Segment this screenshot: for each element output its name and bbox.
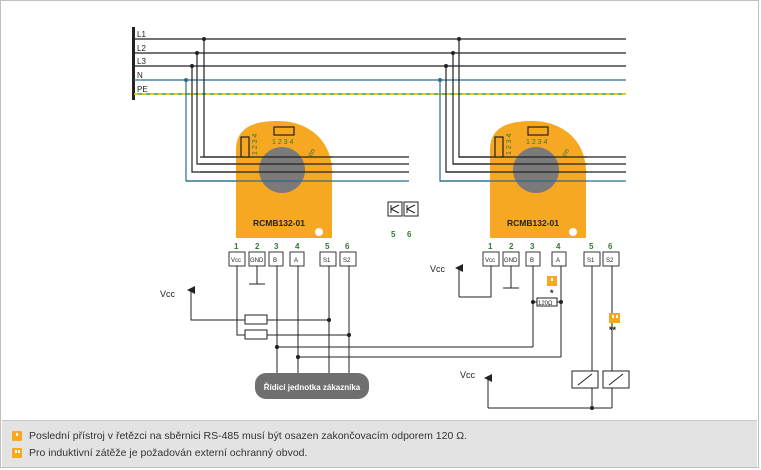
relay-contact-5 xyxy=(387,201,403,217)
terminal-block-2: 1 2 3 4 5 6 Vcc GND B A S1 S2 xyxy=(482,242,620,267)
terminal-1-number-4: 4 xyxy=(295,242,300,251)
terminal-1-s2: S2 xyxy=(343,258,351,264)
terminal-2-number-6: 6 xyxy=(608,242,613,251)
busbar-rail xyxy=(132,27,135,100)
terminal-2-vcc: Vcc xyxy=(485,258,495,264)
label-l1: L1 xyxy=(137,30,146,39)
double-note-icon xyxy=(12,448,22,458)
terminal-2-number-1: 1 xyxy=(488,242,493,251)
supply-label-1: Vcc xyxy=(160,289,176,299)
device-1-on-label: on xyxy=(307,148,317,158)
terminal-2-s2: S2 xyxy=(606,258,614,264)
terminal-block-1: 1 2 3 4 5 6 Vcc GND B A S1 S2 xyxy=(228,242,357,267)
footnote-2-text: Pro induktivní zátěže je požadován exter… xyxy=(29,447,308,459)
terminal-1-number-1: 1 xyxy=(234,242,239,251)
customer-controller: Řídicí jednotka zákazníka xyxy=(255,373,369,399)
footnote-1: Poslední přístroj v řetězci na sběrnici … xyxy=(12,430,467,442)
device-2-dip-vertical xyxy=(494,136,504,158)
label-n: N xyxy=(137,71,143,80)
device-1-dip-horizontal xyxy=(273,126,295,136)
label-l3: L3 xyxy=(137,57,146,66)
terminal-1-number-2: 2 xyxy=(255,242,260,251)
terminal-2-b: B xyxy=(530,258,534,264)
device-1-dip-label-vertical: 1 2 3 4 xyxy=(252,133,259,155)
relay-contact-6 xyxy=(403,201,419,217)
footnote-1-text: Poslední přístroj v řetězci na sběrnici … xyxy=(29,430,467,442)
device-2-dip-label-vertical: 1 2 3 4 xyxy=(506,133,513,155)
terminal-2-s1: S1 xyxy=(587,258,595,264)
note-marker-single: * xyxy=(547,276,557,298)
device-2-dip-label: 1 2 3 4 xyxy=(526,139,548,146)
terminal-2-gnd: GND xyxy=(504,258,518,264)
device-2-dip-horizontal xyxy=(527,126,549,136)
relay-number-5: 5 xyxy=(391,230,396,239)
footnote-2: Pro induktivní zátěže je požadován exter… xyxy=(12,447,307,459)
controller-box xyxy=(255,373,369,399)
wiring-device-1 xyxy=(190,266,561,373)
busbar: L1 L2 L3 N PE xyxy=(132,27,626,100)
terminal-2-number-4: 4 xyxy=(556,242,561,251)
device-2-core xyxy=(513,147,559,193)
label-pe: PE xyxy=(137,85,148,94)
note-marker-double: ** xyxy=(609,313,620,335)
terminal-1-b: B xyxy=(273,258,277,264)
terminal-2-number-2: 2 xyxy=(509,242,514,251)
terminal-1-vcc: Vcc xyxy=(231,258,241,264)
marker-single-text: * xyxy=(550,288,554,298)
controller-label: Řídicí jednotka zákazníka xyxy=(264,383,361,392)
supply-label-2: Vcc xyxy=(430,264,446,274)
device-1-dip-vertical xyxy=(240,136,250,158)
terminal-1-number-6: 6 xyxy=(345,242,350,251)
device-2-on-label: on xyxy=(561,148,571,158)
feeder-1 xyxy=(184,37,409,182)
footnotes: Poslední přístroj v řetězci na sběrnici … xyxy=(2,420,757,467)
device-2-model: RCMB132-01 xyxy=(507,218,559,228)
label-l2: L2 xyxy=(137,44,146,53)
device-1-model: RCMB132-01 xyxy=(253,218,305,228)
device-1-core xyxy=(259,147,305,193)
terminal-1-a: A xyxy=(294,258,298,264)
wiring-diagram: L1 L2 L3 N PE 1 2 3 4 xyxy=(132,27,630,410)
relay-number-6: 6 xyxy=(407,230,412,239)
terminal-2-number-3: 3 xyxy=(530,242,535,251)
marker-double-text: ** xyxy=(609,325,617,335)
device-1: 1 2 3 4 1 2 3 4 on RCMB132-01 xyxy=(186,121,333,238)
relay-contact-symbols: 5 6 xyxy=(387,201,419,239)
device-1-dip-label: 1 2 3 4 xyxy=(272,139,294,146)
relay-coils xyxy=(571,370,630,389)
terminal-1-number-3: 3 xyxy=(274,242,279,251)
termination-resistor-label: 120Ω xyxy=(538,301,553,307)
terminal-2-a: A xyxy=(556,258,560,264)
device-1-mounting-hole xyxy=(315,228,323,236)
terminal-2-number-5: 5 xyxy=(589,242,594,251)
terminal-1-number-5: 5 xyxy=(325,242,330,251)
terminal-1-gnd: GND xyxy=(250,258,264,264)
single-note-icon xyxy=(12,431,22,441)
supply-label-3: Vcc xyxy=(460,370,476,380)
device-2-mounting-hole xyxy=(569,228,577,236)
terminal-1-s1: S1 xyxy=(323,258,331,264)
device-2: 1 2 3 4 1 2 3 4 on RCMB132-01 xyxy=(440,121,587,238)
